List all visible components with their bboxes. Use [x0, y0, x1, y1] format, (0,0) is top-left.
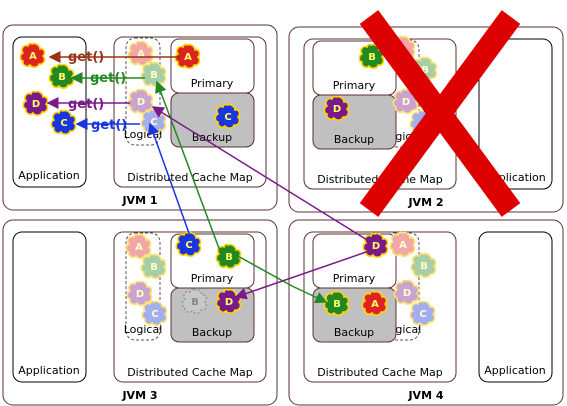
blob-letter: B — [191, 297, 199, 308]
blob-a: A — [174, 43, 201, 69]
blob-letter: A — [184, 52, 192, 63]
logical-label: Logical — [124, 323, 163, 336]
backup-label: Backup — [192, 326, 232, 339]
blob-letter: D — [402, 97, 410, 108]
blob-letter: B — [333, 299, 341, 310]
blob-b: B — [215, 243, 242, 269]
blob-c: C — [141, 300, 168, 326]
arrow-ref-b — [155, 80, 221, 252]
blob-letter: D — [403, 288, 411, 299]
blob-d: D — [215, 288, 242, 314]
primary-label: Primary — [191, 272, 234, 285]
logical-box — [125, 232, 161, 341]
primary-label: Primary — [333, 79, 376, 92]
blob-letter: B — [150, 262, 158, 273]
blob-letter: D — [32, 99, 40, 110]
cache-map-label: Distributed Cache Map — [127, 366, 253, 379]
blob-d: D — [392, 88, 419, 114]
arrow-backup-d — [234, 249, 373, 300]
blob-a: A — [127, 40, 154, 66]
blob-letter: A — [29, 51, 37, 62]
blob-letter: B — [225, 252, 233, 263]
failure-x-stroke — [359, 10, 521, 217]
blob-letter: B — [368, 52, 376, 63]
blob-letter: D — [136, 289, 144, 300]
blob-d: D — [127, 88, 154, 114]
arrow-ref-c — [147, 122, 191, 237]
arrow-backup-b — [235, 254, 328, 303]
application-label: Application — [18, 364, 79, 377]
blob-b: B — [358, 43, 385, 69]
cache-map-label: Distributed Cache Map — [317, 366, 443, 379]
blob-b: B — [410, 252, 437, 278]
blob-letter: B — [420, 261, 428, 272]
blob-a: A — [389, 231, 416, 257]
jvm-label: JVM 4 — [407, 389, 443, 402]
arrows — [46, 51, 373, 303]
blob-letter: C — [60, 118, 67, 129]
jvm-label: JVM 3 — [121, 389, 157, 402]
blob-letter: C — [185, 240, 192, 251]
blob-letter: C — [419, 309, 426, 320]
blob-c: C — [50, 109, 77, 135]
blob-d: D — [323, 95, 350, 121]
blob-letter: D — [137, 97, 145, 108]
blob-letter: A — [399, 240, 407, 251]
blob-c: C — [409, 300, 436, 326]
blob-letter: D — [225, 297, 233, 308]
blob-b: B — [140, 253, 167, 279]
blob-letter: B — [58, 72, 66, 83]
blob-d: D — [126, 280, 153, 306]
blob-b: B — [181, 288, 208, 314]
blob-letter: B — [421, 65, 429, 76]
backup-label: Backup — [334, 326, 374, 339]
application-box — [478, 38, 553, 190]
arrow-ref-d — [151, 106, 373, 244]
blob-letter: D — [333, 104, 341, 115]
blob-b: B — [323, 290, 350, 316]
blob-a: A — [125, 233, 152, 259]
failure-x-mark — [359, 10, 521, 217]
primary-label: Primary — [333, 272, 376, 285]
application-label: Application — [18, 169, 79, 182]
blob-b: B — [411, 56, 438, 82]
blob-letter: C — [150, 117, 157, 128]
get-call-c: get() — [91, 118, 127, 133]
application-box — [12, 231, 87, 383]
blob-letter: A — [371, 299, 379, 310]
blob-c: C — [214, 103, 241, 129]
backup-label: Backup — [192, 131, 232, 144]
blob-b: B — [140, 61, 167, 87]
jvm-label: JVM 1 — [121, 194, 157, 207]
primary-label: Primary — [191, 77, 234, 90]
blob-letter: D — [372, 241, 380, 252]
blob-letter: C — [151, 309, 158, 320]
blob-letter: B — [150, 70, 158, 81]
jvm-label: JVM 2 — [407, 196, 443, 209]
blob-a: A — [361, 290, 388, 316]
blob-letter: A — [135, 242, 143, 253]
get-call-d: get() — [68, 97, 104, 112]
application-box — [478, 231, 553, 383]
blob-d: D — [22, 90, 49, 116]
blob-c: C — [175, 231, 202, 257]
cache-map-label: Distributed Cache Map — [127, 171, 253, 184]
blob-c: C — [140, 108, 167, 134]
blob-letter: C — [224, 112, 231, 123]
blob-b: B — [48, 63, 75, 89]
logical-box — [125, 37, 161, 146]
backup-label: Backup — [334, 133, 374, 146]
blob-d: D — [393, 279, 420, 305]
blob-d: D — [362, 232, 389, 258]
blob-letter: A — [137, 49, 145, 60]
application-label: Application — [484, 364, 545, 377]
blob-a: A — [19, 42, 46, 68]
